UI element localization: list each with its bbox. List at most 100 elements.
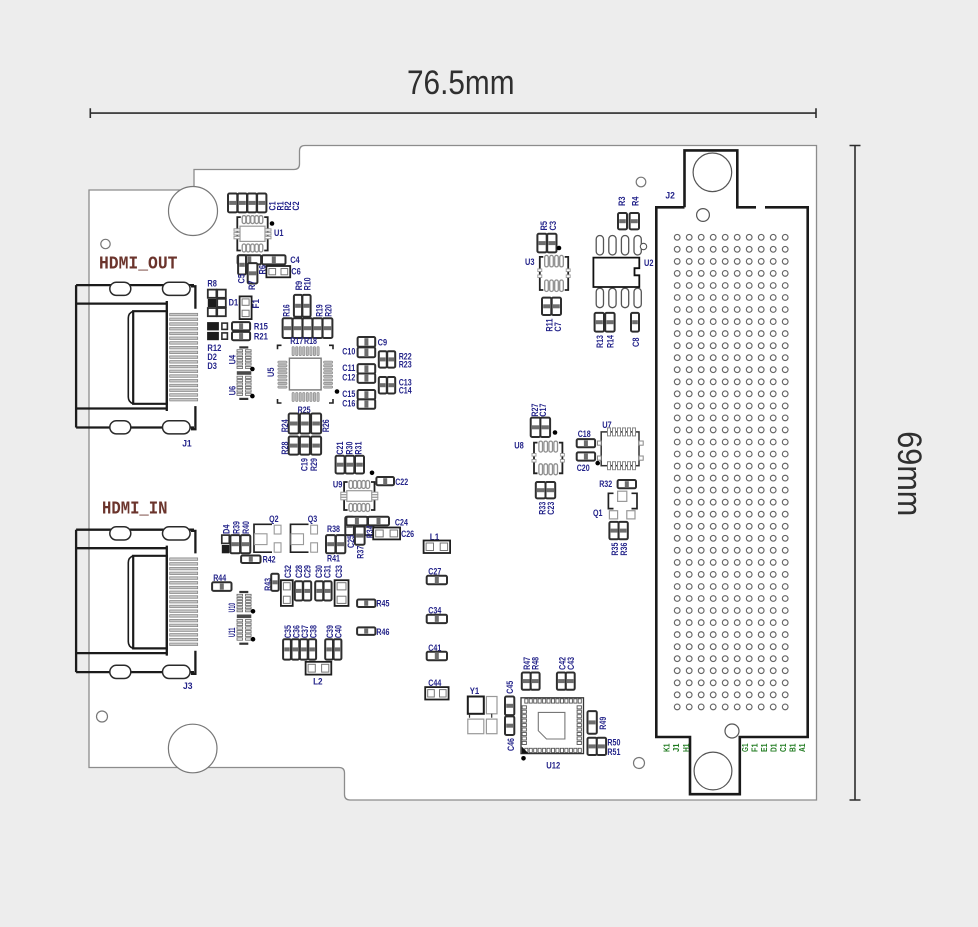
svg-text:R27: R27 [530, 404, 540, 417]
svg-text:C11: C11 [342, 363, 355, 373]
svg-text:U9: U9 [333, 480, 343, 490]
svg-text:R35: R35 [610, 543, 620, 556]
svg-text:U5: U5 [266, 368, 276, 378]
svg-text:C1: C1 [268, 201, 278, 210]
svg-text:R51: R51 [607, 747, 620, 757]
svg-text:C41: C41 [428, 643, 441, 653]
svg-text:C34: C34 [428, 605, 441, 615]
svg-text:C23: C23 [546, 502, 556, 515]
svg-text:C22: C22 [395, 477, 408, 487]
svg-text:C2: C2 [291, 201, 301, 210]
svg-text:U3: U3 [525, 257, 535, 267]
svg-text:C32: C32 [283, 565, 293, 578]
svg-text:R18: R18 [304, 336, 317, 346]
svg-text:R21: R21 [254, 332, 268, 342]
svg-text:R16: R16 [281, 304, 291, 317]
svg-text:R48: R48 [530, 657, 540, 670]
svg-text:R4: R4 [631, 197, 641, 207]
svg-text:C30: C30 [314, 565, 324, 578]
svg-text:R17: R17 [290, 336, 303, 346]
svg-text:U4: U4 [228, 355, 238, 365]
svg-text:C25: C25 [346, 535, 356, 548]
svg-text:D1: D1 [229, 298, 239, 308]
svg-text:C42: C42 [558, 657, 568, 670]
svg-text:R22: R22 [399, 351, 412, 361]
svg-text:R28: R28 [280, 442, 290, 455]
svg-text:R45: R45 [376, 598, 389, 608]
svg-text:R15: R15 [254, 322, 268, 332]
svg-text:C3: C3 [548, 221, 558, 231]
svg-text:R32: R32 [599, 479, 612, 489]
svg-text:C28: C28 [294, 565, 304, 578]
svg-text:K1: K1 [663, 743, 672, 752]
svg-text:R50: R50 [607, 738, 620, 748]
svg-text:C31: C31 [322, 565, 332, 578]
svg-text:R5: R5 [539, 221, 549, 231]
svg-text:C44: C44 [428, 678, 441, 688]
svg-text:U6: U6 [228, 386, 238, 396]
svg-text:J1: J1 [672, 743, 681, 752]
svg-text:U2: U2 [644, 258, 654, 268]
svg-text:U8: U8 [514, 440, 524, 450]
svg-text:C14: C14 [399, 386, 412, 396]
svg-text:D3: D3 [207, 361, 217, 371]
svg-text:R3: R3 [617, 197, 627, 207]
svg-text:C19: C19 [300, 458, 310, 471]
svg-text:R44: R44 [213, 573, 226, 583]
svg-text:69mm: 69mm [890, 431, 928, 516]
svg-text:J3: J3 [183, 681, 193, 691]
svg-text:A1: A1 [798, 743, 807, 752]
svg-text:D2: D2 [207, 352, 217, 362]
svg-text:R42: R42 [263, 555, 276, 565]
svg-text:D4: D4 [221, 525, 231, 535]
svg-text:R9: R9 [294, 281, 304, 291]
svg-text:C33: C33 [334, 565, 344, 578]
svg-text:R25: R25 [298, 405, 311, 415]
svg-text:Y1: Y1 [470, 686, 480, 696]
svg-text:R20: R20 [324, 304, 334, 317]
svg-text:L2: L2 [313, 676, 323, 686]
svg-text:F1: F1 [251, 299, 261, 309]
svg-text:C37: C37 [300, 625, 310, 638]
svg-text:C45: C45 [505, 681, 515, 694]
svg-text:C27: C27 [428, 566, 441, 576]
svg-text:R31: R31 [354, 442, 364, 455]
svg-text:R6: R6 [257, 265, 267, 275]
svg-text:U10: U10 [227, 603, 237, 613]
svg-text:C12: C12 [342, 373, 355, 383]
svg-text:R13: R13 [595, 335, 605, 348]
svg-text:C24: C24 [395, 517, 408, 527]
svg-text:C16: C16 [342, 399, 355, 409]
svg-text:C10: C10 [342, 347, 355, 357]
svg-text:E1: E1 [760, 743, 769, 752]
svg-text:B1: B1 [789, 743, 798, 752]
svg-text:Q2: Q2 [269, 514, 279, 524]
svg-text:76.5mm: 76.5mm [407, 64, 515, 102]
svg-text:J1: J1 [182, 439, 192, 449]
svg-text:U11: U11 [227, 628, 237, 638]
svg-text:C8: C8 [631, 338, 641, 348]
svg-text:C29: C29 [302, 565, 312, 578]
svg-text:R38: R38 [327, 524, 340, 534]
svg-text:C17: C17 [538, 404, 548, 417]
svg-text:J2: J2 [665, 191, 675, 201]
svg-text:R30: R30 [344, 442, 354, 455]
svg-text:C7: C7 [553, 322, 563, 332]
svg-text:R43: R43 [263, 578, 273, 591]
svg-text:R46: R46 [376, 627, 389, 637]
svg-text:C21: C21 [335, 442, 345, 455]
svg-text:HDMI_OUT: HDMI_OUT [99, 255, 178, 275]
svg-text:R39: R39 [232, 521, 242, 534]
svg-text:C5: C5 [236, 274, 246, 284]
svg-text:C1: C1 [779, 743, 788, 752]
svg-text:R49: R49 [598, 717, 608, 730]
svg-text:G1: G1 [741, 743, 750, 752]
svg-text:C36: C36 [292, 625, 302, 638]
svg-text:F1: F1 [751, 743, 760, 752]
svg-text:R11: R11 [545, 319, 555, 332]
svg-text:R24: R24 [280, 419, 290, 432]
svg-text:U12: U12 [546, 760, 560, 770]
svg-text:R37: R37 [356, 546, 366, 559]
svg-text:R33: R33 [537, 502, 547, 515]
svg-text:R8: R8 [207, 279, 217, 289]
